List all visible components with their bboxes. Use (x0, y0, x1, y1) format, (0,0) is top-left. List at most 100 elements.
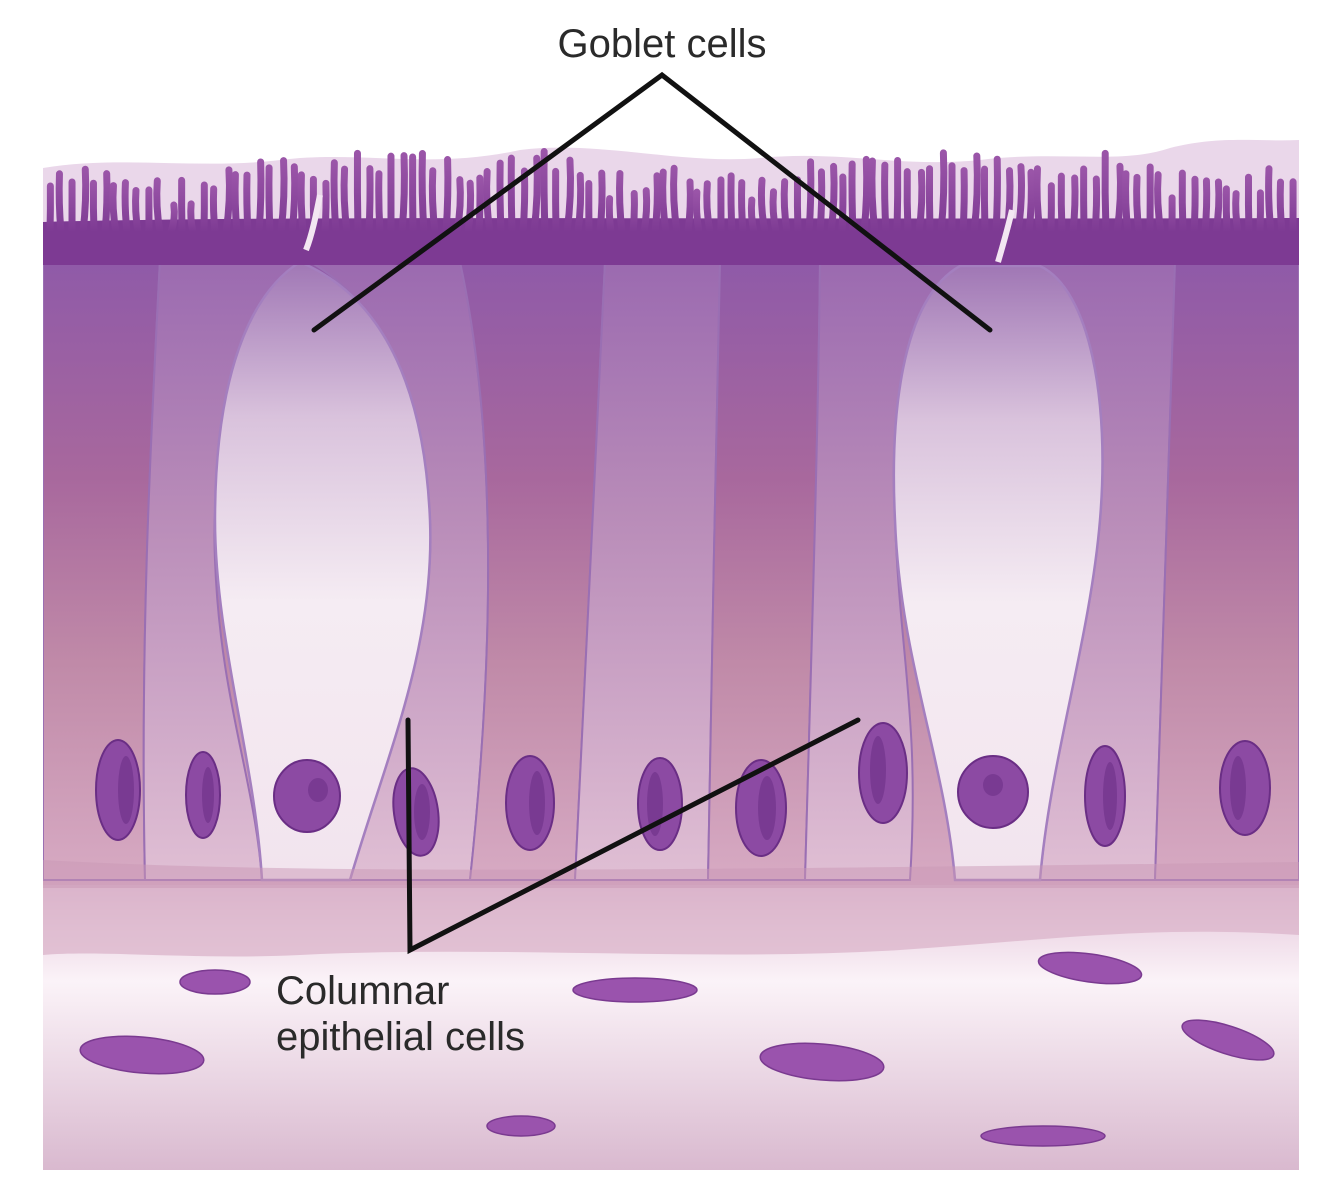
goblet-cells-label: Goblet cells (558, 22, 767, 66)
microvillus (1091, 175, 1101, 236)
basement-membrane (43, 885, 1299, 957)
microvillus (101, 170, 111, 236)
microvillus (1244, 173, 1253, 236)
microvillus (780, 178, 791, 236)
microvillus (1201, 177, 1211, 236)
microvillus (507, 154, 516, 236)
microvillus (365, 165, 374, 236)
microvillus (464, 179, 475, 236)
microvillus (1133, 173, 1143, 236)
microvillus (428, 167, 439, 236)
microvillus (1113, 162, 1124, 236)
microvillus (187, 200, 197, 236)
microvillus (692, 188, 703, 236)
microvillus (574, 171, 585, 236)
microvillus (563, 156, 574, 236)
microvillus (109, 182, 120, 236)
microvillus (1057, 172, 1066, 236)
microvillus (519, 167, 529, 236)
microvillus (670, 164, 681, 236)
columnar-label-line2: epithelial cells (276, 1015, 525, 1059)
microvillus (265, 164, 274, 236)
leader-lines (311, 71, 993, 955)
microvillus (340, 165, 351, 236)
columnar-leader (405, 717, 861, 955)
microvillus (442, 156, 452, 236)
mucus-opening (995, 209, 1015, 263)
microvillus (167, 201, 178, 236)
fibroblast (572, 977, 698, 1003)
microvillus (277, 157, 288, 236)
goblet-leader (311, 71, 993, 333)
microvillus (496, 159, 505, 236)
microvillus (881, 161, 890, 236)
microvillus (793, 176, 802, 236)
microvillus (605, 195, 615, 236)
microvillus (79, 165, 90, 236)
microvillus (1178, 169, 1187, 236)
microvillus (747, 196, 758, 236)
microvillus (596, 169, 606, 236)
microvillus (297, 171, 307, 236)
microvilli-base (43, 218, 1299, 265)
microvillus (55, 170, 65, 236)
fibroblast (179, 969, 251, 995)
cell-base (43, 860, 1299, 888)
microvillus (132, 186, 142, 236)
microvillus (992, 155, 1001, 236)
microvillus (757, 176, 769, 236)
microvillus (1025, 168, 1035, 236)
microvillus (727, 172, 736, 236)
goblet-cells (213, 260, 1104, 882)
fibroblast (1037, 951, 1143, 985)
nucleus (273, 759, 341, 833)
microvillus (209, 185, 219, 236)
microvillus (684, 178, 694, 236)
fibroblast (486, 1115, 556, 1137)
microvillus (629, 189, 638, 236)
microvillus (805, 158, 815, 236)
microvillus (1154, 171, 1165, 236)
mucus-opening (303, 194, 323, 252)
microvillus (868, 157, 879, 236)
microvillus (375, 170, 384, 236)
microvillus (1222, 185, 1231, 236)
columnar-label-line1: Columnar (276, 969, 449, 1013)
microvillus (321, 179, 330, 236)
microvillus (838, 173, 847, 236)
microvillus (353, 149, 362, 236)
microvillus (1232, 190, 1242, 236)
microvillus (616, 169, 626, 236)
microvillus (893, 156, 902, 236)
fibroblast (79, 1035, 205, 1075)
microvillus (418, 150, 428, 236)
microvillus (1033, 165, 1044, 236)
fibroblasts (79, 951, 1275, 1147)
columnar-cell (1153, 261, 1299, 881)
microvillus (1014, 163, 1025, 236)
fibroblast (1181, 1019, 1275, 1061)
microvillus (398, 152, 408, 236)
microvillus (1069, 174, 1079, 236)
microvillus (1190, 175, 1199, 236)
microvillus (937, 149, 948, 236)
microvillus (288, 163, 299, 236)
fibroblast (759, 1042, 885, 1082)
microvillus (827, 162, 838, 236)
microvillus (980, 165, 989, 236)
microvillus (640, 187, 651, 236)
microvillus (703, 180, 714, 236)
microvillus (860, 155, 871, 236)
microvillus (925, 165, 934, 236)
microvillus (769, 188, 780, 236)
microvillus (475, 174, 484, 236)
microvillus (1122, 170, 1132, 236)
microvillus (659, 168, 670, 236)
microvillus (255, 158, 265, 236)
microvillus (903, 168, 912, 236)
microvillus (970, 152, 981, 236)
microvillus (243, 171, 252, 236)
microvillus (959, 167, 968, 236)
microvillus (1212, 178, 1223, 236)
